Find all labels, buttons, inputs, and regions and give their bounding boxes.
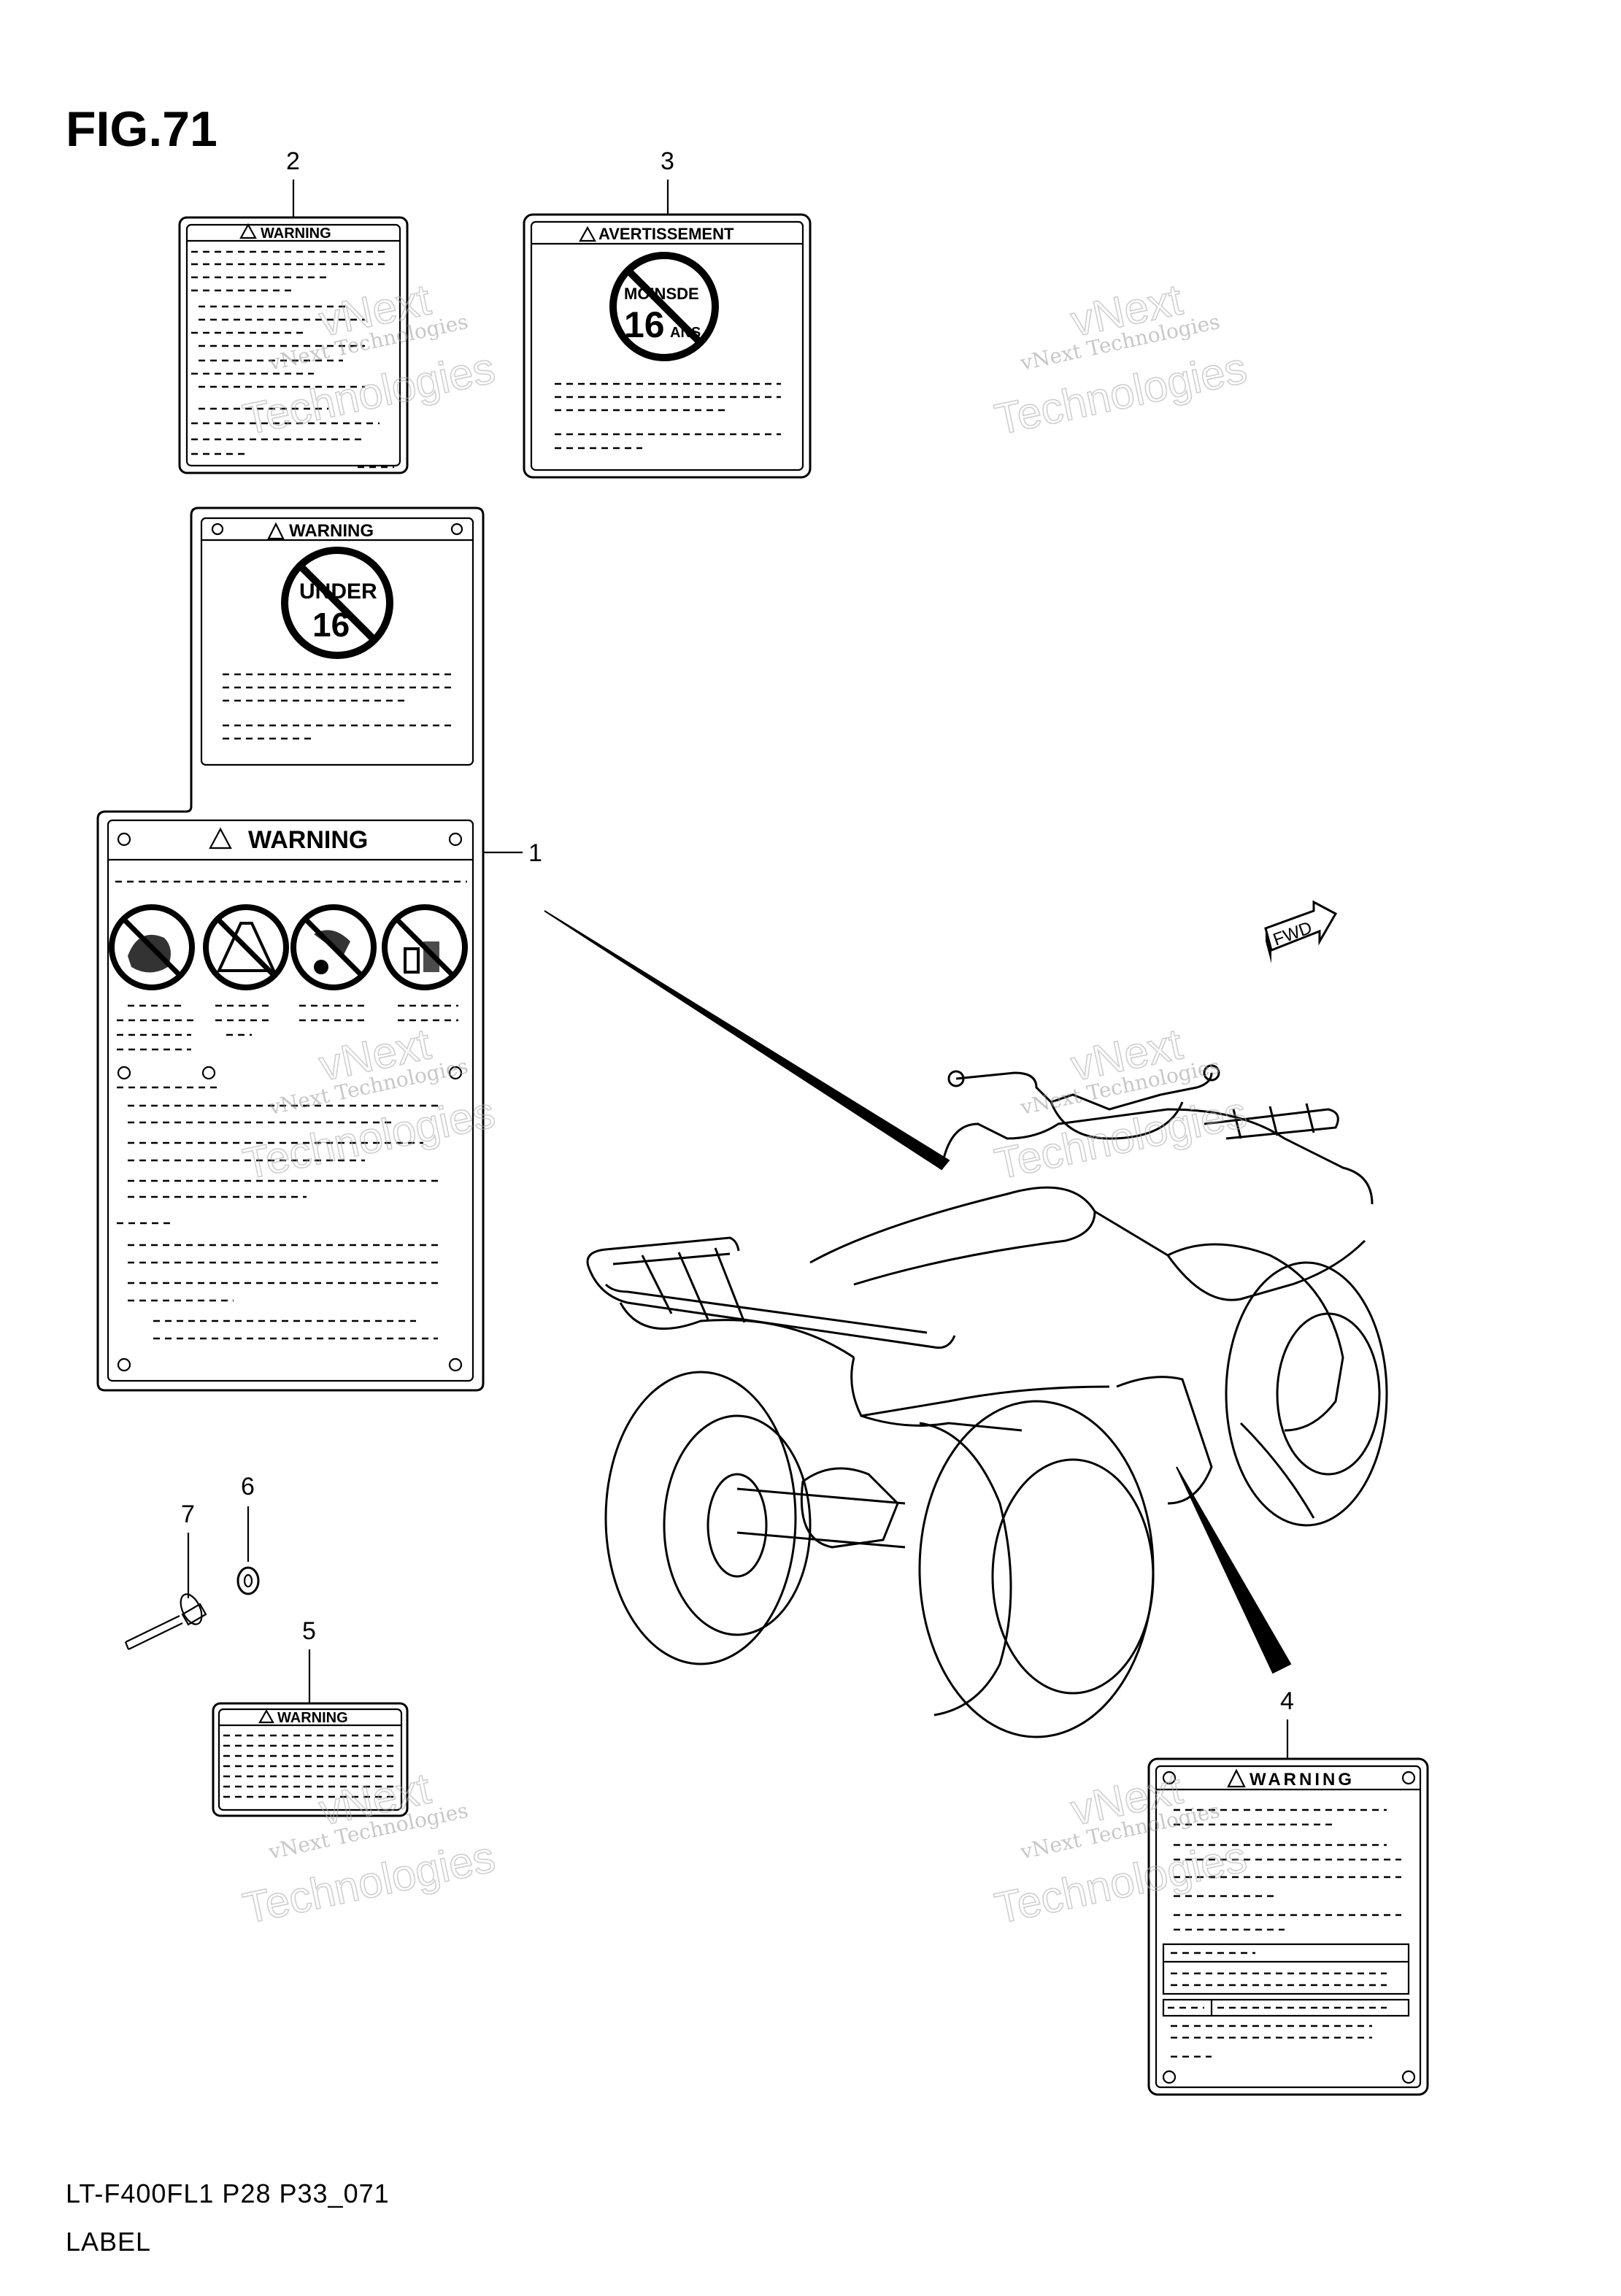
no-drinking-and-driving-icon [382,904,468,990]
warning-triangle-icon [1227,1768,1246,1788]
washer-part [236,1566,260,1595]
no-paved-road-icon [203,904,289,990]
figure-title: FIG.71 [66,101,217,157]
callout-7: 7 [181,1501,195,1528]
label-4-header: WARNING [1250,1770,1355,1790]
label-2-text-lines [191,250,394,469]
warning-triangle-icon [579,226,596,242]
label-5-text-lines [223,1734,398,1798]
label-1-main-header: WARNING [248,826,368,854]
no-passenger-icon [109,904,195,990]
label-1-top-header: WARNING [289,521,374,541]
warning-triangle-icon [267,522,285,540]
label-4-text-lines [1174,1808,1401,1931]
callout-1: 1 [528,839,542,867]
no-under-16-sign-icon: UNDER 16 [281,547,393,659]
no-under-16-sign-icon: MOINSDE 16 ANS [609,252,719,361]
callout-3: 3 [661,147,674,175]
callout-5: 5 [302,1617,316,1645]
footer-name: LABEL [66,2227,151,2257]
label-1-main-text-lines [117,1004,458,1340]
label-3-header: AVERTISSEMENT [598,225,734,243]
watermark: vNext vNext Technologies Technologies vN… [238,274,1251,1934]
label-1[interactable]: WARNING UNDER 16 WARNING [96,506,485,1392]
rivet-part [124,1593,207,1650]
label-1-top-text-lines [223,673,453,740]
label-2-header: WARNING [261,226,331,242]
label-5[interactable]: WARNING [212,1702,409,1817]
atv-vehicle-illustration [544,910,1388,1738]
callout-2: 2 [286,147,300,175]
fwd-plate: FWD [1264,900,1338,963]
label-4[interactable]: WARNING [1147,1757,1429,2096]
warning-triangle-icon [239,223,257,239]
callout-4: 4 [1280,1687,1294,1715]
label-2[interactable]: WARNING [178,216,409,474]
prohibition-pictograms [109,904,468,990]
footer-code: LT-F400FL1 P28 P33_071 [66,2178,390,2208]
label-3-text-lines [555,382,781,450]
label-3-badge-line2: 16 [624,304,665,345]
callout-6: 6 [241,1473,255,1501]
warning-triangle-icon [258,1708,274,1724]
label-3[interactable]: AVERTISSEMENT MOINSDE 16 ANS [523,213,812,479]
label-5-header: WARNING [277,1710,348,1726]
warning-triangle-icon [209,827,232,850]
no-driving-without-helmet-icon [290,904,377,990]
